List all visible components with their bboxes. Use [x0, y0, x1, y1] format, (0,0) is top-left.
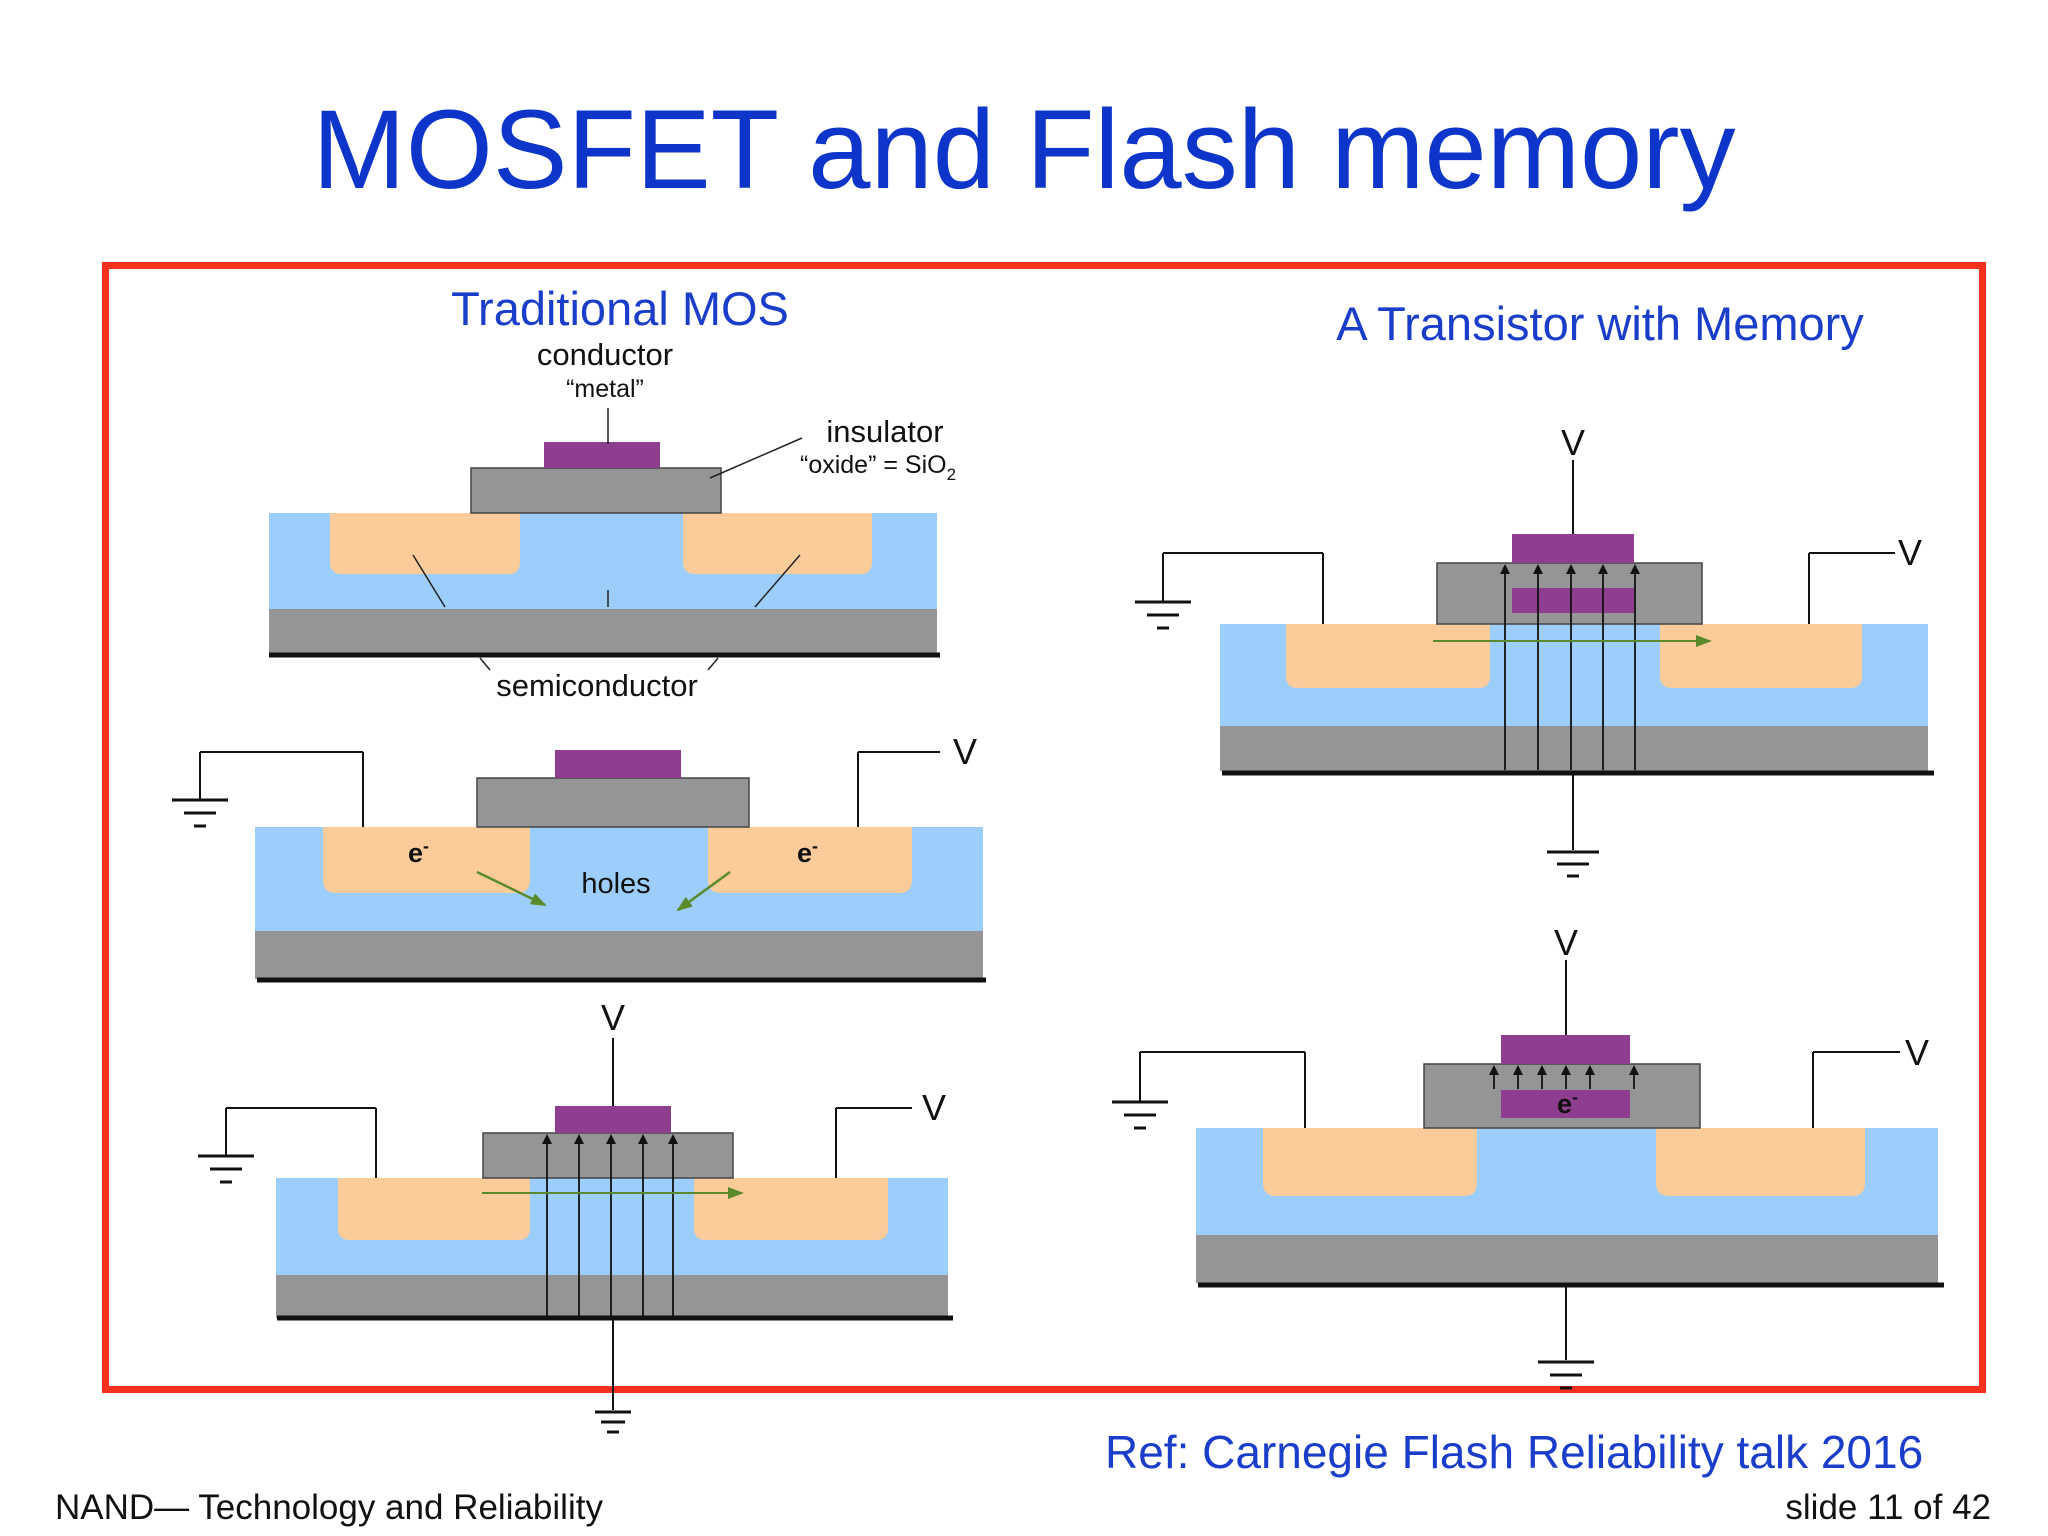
- flash-cell-trapped-charge: [1112, 960, 1944, 1390]
- reference-text: Ref: Carnegie Flash Reliability talk 201…: [1105, 1426, 1924, 1478]
- conductor-label: conductor: [537, 337, 673, 372]
- oxide-label: “oxide” = SiO2: [800, 451, 956, 484]
- right-heading: A Transistor with Memory: [1336, 297, 1864, 350]
- insulator-label: insulator: [826, 414, 943, 449]
- voltage-label: V: [601, 997, 625, 1038]
- voltage-label: V: [1898, 532, 1922, 573]
- trapped-electron-label: e-: [1557, 1087, 1578, 1119]
- electron-label: e-: [797, 836, 818, 868]
- voltage-label: V: [922, 1087, 946, 1128]
- voltage-label: V: [1554, 922, 1578, 963]
- mos-structure-labelled: [269, 408, 940, 671]
- flash-cell-channel: [1135, 460, 1934, 878]
- holes-label: holes: [581, 868, 650, 900]
- footer-left: NAND— Technology and Reliability: [55, 1488, 603, 1527]
- voltage-label: V: [1561, 422, 1585, 463]
- voltage-label: V: [953, 731, 977, 772]
- voltage-label: V: [1905, 1032, 1929, 1073]
- slide-number: slide 11 of 42: [1785, 1488, 1991, 1527]
- slide-title: MOSFET and Flash memory: [312, 87, 1736, 212]
- electron-label: e-: [408, 836, 429, 868]
- left-heading: Traditional MOS: [451, 282, 789, 335]
- mos-structure-holes: [172, 750, 986, 983]
- diagram-frame: [102, 262, 1986, 1393]
- mos-structure-gate-voltage: [198, 1038, 953, 1434]
- semiconductor-label: semiconductor: [496, 668, 698, 703]
- metal-label: “metal”: [566, 375, 644, 403]
